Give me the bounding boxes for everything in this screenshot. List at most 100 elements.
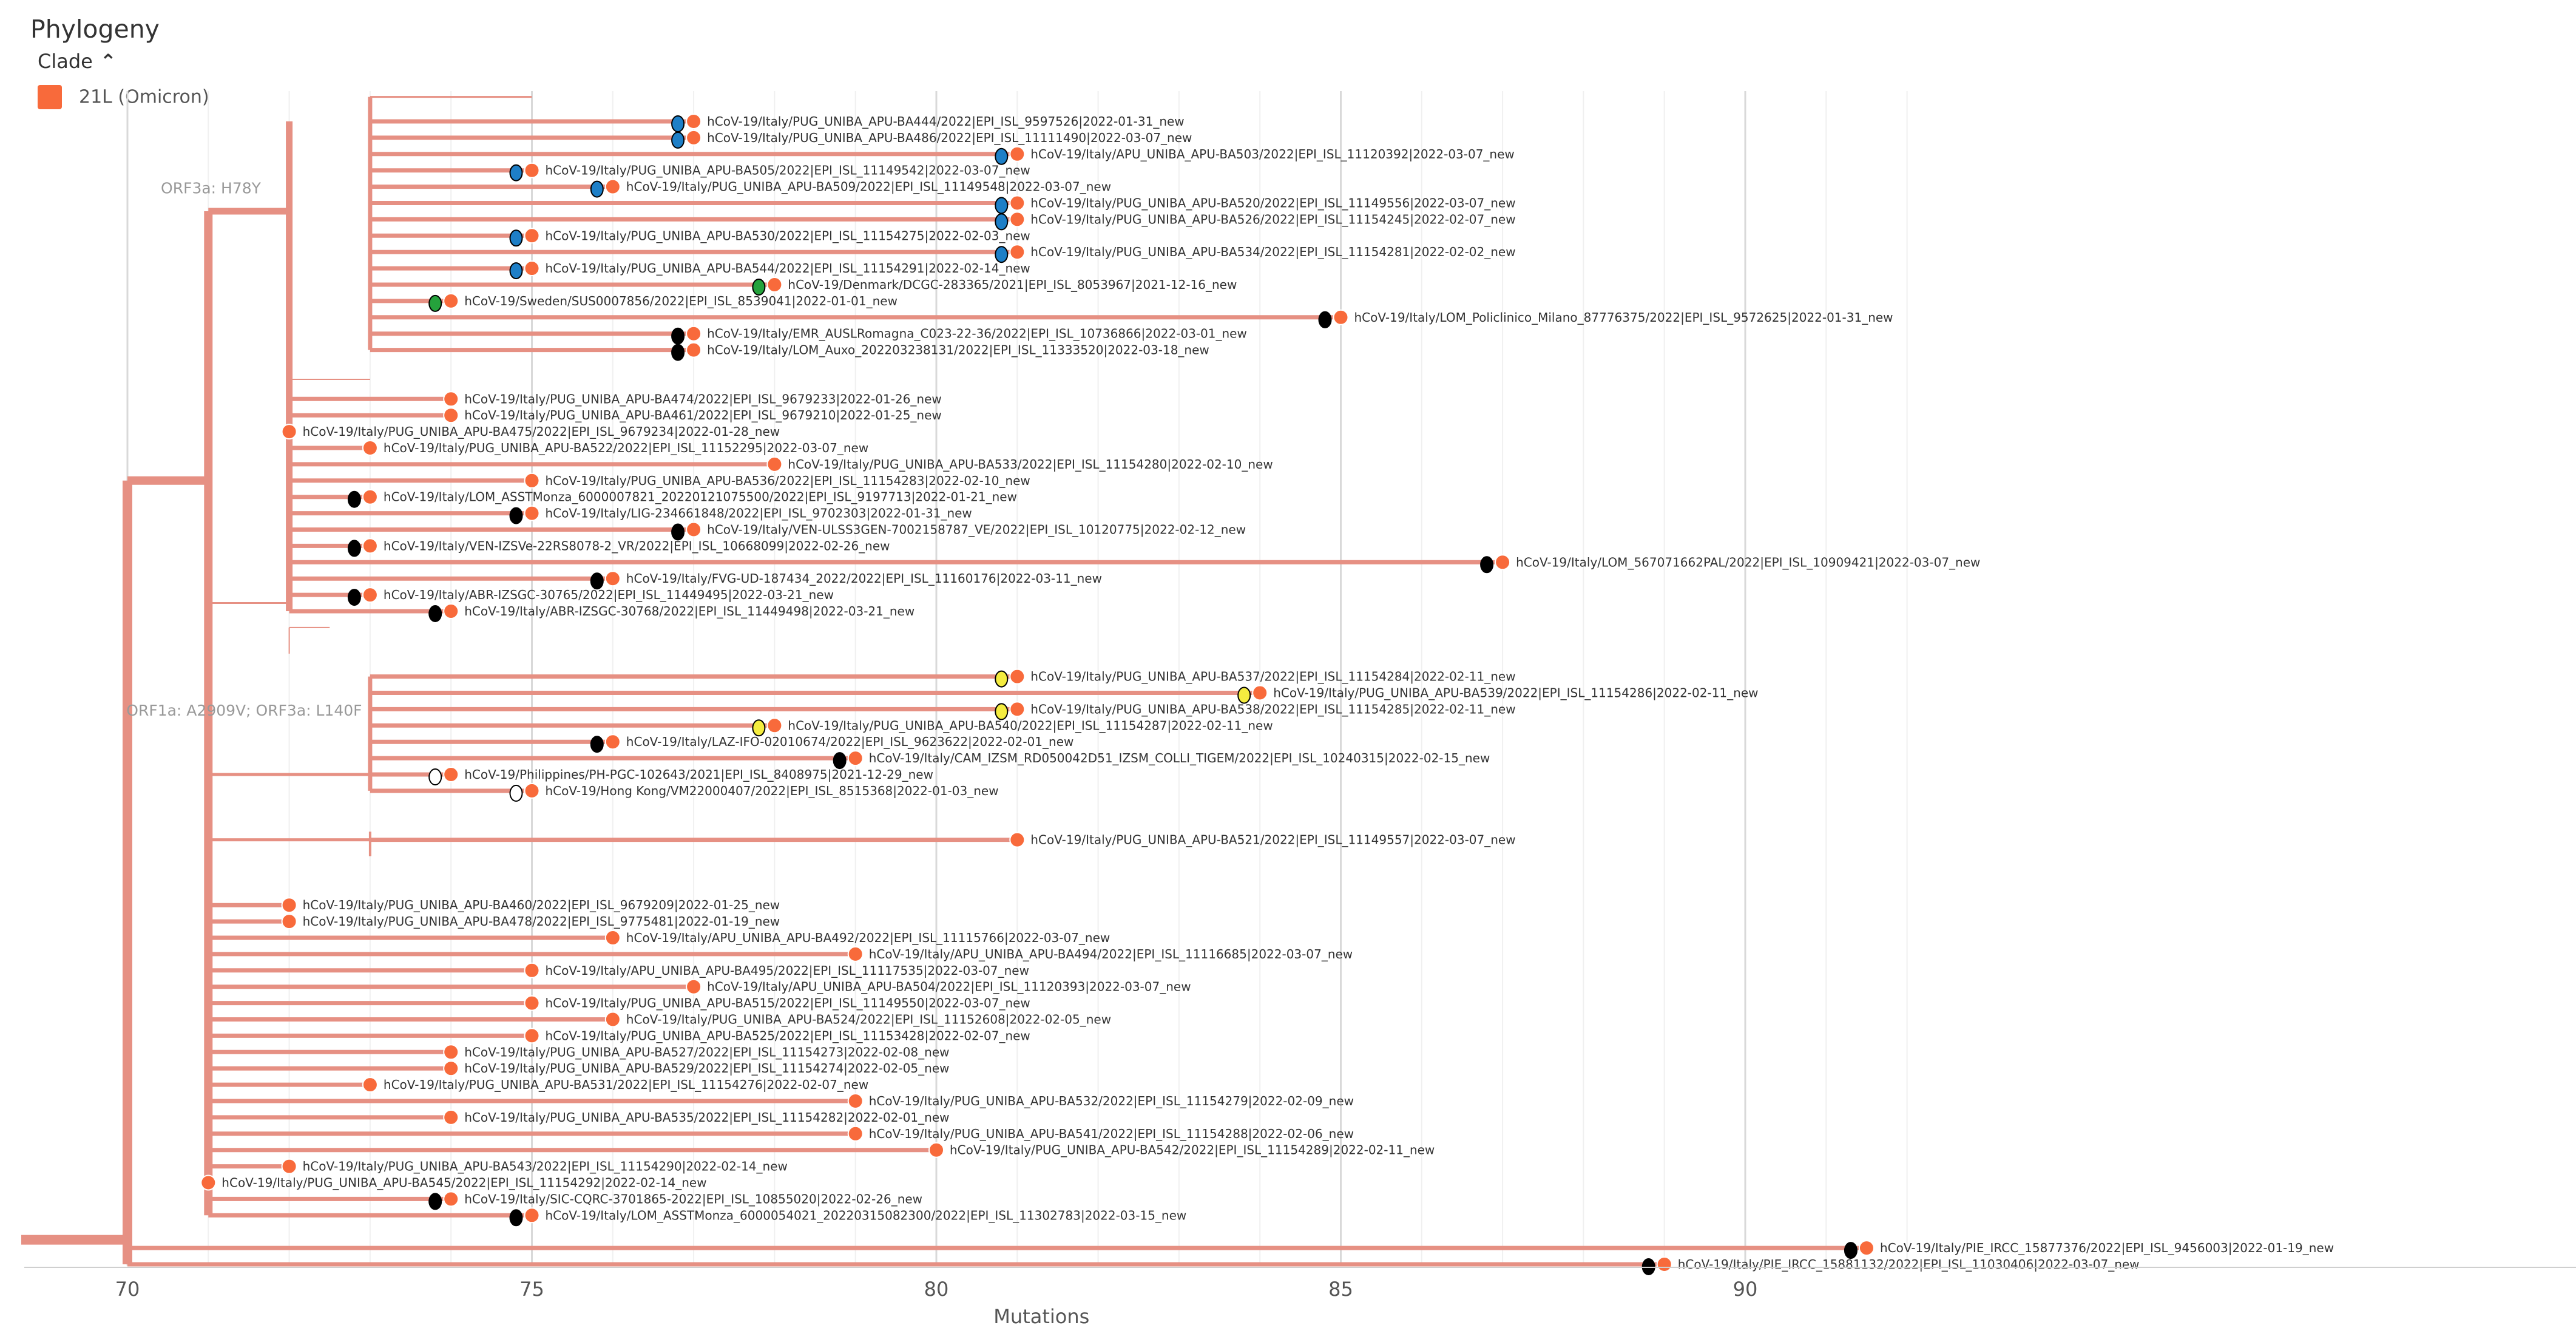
tip-label: hCoV-19/Italy/PUG_UNIBA_APU-BA526/2022|E… xyxy=(1030,212,1515,226)
tip-label: hCoV-19/Italy/PUG_UNIBA_APU-BA539/2022|E… xyxy=(1273,686,1758,700)
tip-marker xyxy=(995,246,1009,263)
panel-header: Phylogeny Clade⌃ 21L (Omicron) xyxy=(0,0,425,115)
branch-label: ORF3a: H78Y xyxy=(161,179,262,197)
tip-node xyxy=(443,767,459,782)
tip-marker xyxy=(428,768,442,785)
tip-label: hCoV-19/Italy/PUG_UNIBA_APU-BA527/2022|E… xyxy=(464,1045,949,1059)
branch-label: ORF1a: A2909V; ORF3a: L140F xyxy=(126,702,362,719)
tip-node xyxy=(1009,195,1026,211)
tip-marker xyxy=(1318,311,1332,328)
color-by-label: Clade xyxy=(38,50,93,73)
tip-label: hCoV-19/Italy/PIE_IRCC_15877376/2022|EPI… xyxy=(1880,1241,2334,1255)
tip-node xyxy=(362,440,378,456)
tip-node xyxy=(443,1044,459,1060)
tip-label: hCoV-19/Italy/PUG_UNIBA_APU-BA486/2022|E… xyxy=(707,130,1192,145)
tip-node xyxy=(281,897,297,913)
tip-label: hCoV-19/Italy/PUG_UNIBA_APU-BA515/2022|E… xyxy=(546,996,1030,1011)
tip-node xyxy=(524,1028,540,1044)
tip-marker xyxy=(347,589,361,606)
tip-label: hCoV-19/Italy/APU_UNIBA_APU-BA494/2022|E… xyxy=(869,947,1353,961)
tip-marker xyxy=(590,736,604,753)
legend-swatch xyxy=(38,85,62,109)
tip-label: hCoV-19/Italy/PIE_IRCC_15881132/2022|EPI… xyxy=(1678,1257,2140,1272)
tip-node xyxy=(524,162,540,178)
tip-marker xyxy=(752,279,766,296)
tip-node xyxy=(686,521,702,538)
tip-label: hCoV-19/Italy/VEN-IZSVe-22RS8078-2_VR/20… xyxy=(384,538,890,553)
tip-node xyxy=(524,782,540,799)
tip-marker xyxy=(1480,556,1494,574)
tip-node xyxy=(766,277,783,293)
tip-label: hCoV-19/Italy/LOM_Policlinico_Milano_877… xyxy=(1354,310,1893,325)
tip-node xyxy=(686,342,702,358)
tip-label: hCoV-19/Italy/LOM_Auxo_202203238131/2022… xyxy=(707,343,1209,358)
tip-node xyxy=(686,325,702,342)
x-tick-label: 90 xyxy=(1733,1278,1758,1301)
tip-marker xyxy=(509,262,523,280)
tip-node xyxy=(524,995,540,1011)
tip-label: hCoV-19/Italy/PUG_UNIBA_APU-BA474/2022|E… xyxy=(464,391,942,406)
tip-node xyxy=(1495,554,1511,571)
tip-node xyxy=(1009,832,1026,848)
tip-node xyxy=(1009,668,1026,685)
tip-label: hCoV-19/Italy/LAZ-IFO-02010674/2022|EPI_… xyxy=(626,734,1074,749)
tip-label: hCoV-19/Italy/ABR-IZSGC-30765/2022|EPI_I… xyxy=(384,588,834,602)
tip-label: hCoV-19/Italy/ABR-IZSGC-30768/2022|EPI_I… xyxy=(464,604,914,618)
tip-label: hCoV-19/Italy/PUG_UNIBA_APU-BA541/2022|E… xyxy=(869,1127,1354,1141)
tip-marker xyxy=(590,572,604,590)
tip-marker xyxy=(671,115,685,132)
tip-node xyxy=(524,260,540,277)
tip-node xyxy=(686,978,702,995)
tip-label: hCoV-19/Denmark/DCGC-283365/2021|EPI_ISL… xyxy=(788,277,1237,292)
tip-label: hCoV-19/Italy/PUG_UNIBA_APU-BA522/2022|E… xyxy=(384,441,868,455)
tip-label: hCoV-19/Italy/LOM_ASSTMonza_6000054021_2… xyxy=(546,1208,1187,1222)
tip-label: hCoV-19/Italy/PUG_UNIBA_APU-BA529/2022|E… xyxy=(464,1061,949,1076)
tip-marker xyxy=(995,703,1009,720)
chevron-up-icon: ⌃ xyxy=(100,50,117,73)
tip-marker xyxy=(590,180,604,198)
x-tick-label: 70 xyxy=(115,1278,140,1301)
tip-node xyxy=(524,228,540,244)
tip-marker xyxy=(995,197,1009,214)
tip-marker xyxy=(995,213,1009,231)
legend-item[interactable]: 21L (Omicron) xyxy=(38,85,209,109)
tip-node xyxy=(1656,1256,1672,1272)
x-tick-label: 75 xyxy=(519,1278,544,1301)
tip-label: hCoV-19/Italy/PUG_UNIBA_APU-BA525/2022|E… xyxy=(546,1028,1030,1043)
tip-node xyxy=(362,489,378,505)
tip-node xyxy=(443,1109,459,1125)
tip-label: hCoV-19/Italy/PUG_UNIBA_APU-BA444/2022|E… xyxy=(707,114,1185,129)
tip-label: hCoV-19/Italy/PUG_UNIBA_APU-BA531/2022|E… xyxy=(384,1077,868,1092)
tip-node xyxy=(1009,701,1026,717)
tip-label: hCoV-19/Italy/PUG_UNIBA_APU-BA530/2022|E… xyxy=(546,228,1030,243)
tip-node xyxy=(847,946,864,962)
legend-label: 21L (Omicron) xyxy=(79,86,209,108)
tip-label: hCoV-19/Italy/PUG_UNIBA_APU-BA460/2022|E… xyxy=(303,898,780,912)
tip-label: hCoV-19/Italy/VEN-ULSS3GEN-7002158787_VE… xyxy=(707,523,1246,537)
tip-node xyxy=(524,505,540,521)
tip-label: hCoV-19/Italy/PUG_UNIBA_APU-BA524/2022|E… xyxy=(626,1012,1111,1027)
tip-layer xyxy=(200,114,1875,1275)
tip-label: hCoV-19/Italy/PUG_UNIBA_APU-BA543/2022|E… xyxy=(303,1159,788,1174)
color-by-toggle[interactable]: Clade ⌃ xyxy=(38,50,117,73)
tip-label: hCoV-19/Italy/SIC-CQRC-3701865-2022|EPI_… xyxy=(464,1191,922,1206)
tip-node xyxy=(443,1191,459,1207)
tip-label: hCoV-19/Italy/PUG_UNIBA_APU-BA520/2022|E… xyxy=(1030,196,1515,211)
tip-label: hCoV-19/Italy/PUG_UNIBA_APU-BA475/2022|E… xyxy=(303,424,780,439)
tip-node xyxy=(928,1142,944,1158)
tip-label: hCoV-19/Italy/APU_UNIBA_APU-BA503/2022|E… xyxy=(1030,147,1514,161)
tip-marker xyxy=(833,752,847,770)
tip-label: hCoV-19/Italy/APU_UNIBA_APU-BA492/2022|E… xyxy=(626,930,1110,945)
tip-label: hCoV-19/Italy/PUG_UNIBA_APU-BA505/2022|E… xyxy=(546,163,1030,178)
tip-label: hCoV-19/Italy/PUG_UNIBA_APU-BA536/2022|E… xyxy=(546,473,1030,488)
tip-node xyxy=(362,538,378,554)
tip-label: hCoV-19/Italy/APU_UNIBA_APU-BA504/2022|E… xyxy=(707,980,1191,994)
tip-node xyxy=(524,472,540,489)
tip-node xyxy=(443,293,459,309)
tip-node xyxy=(847,1125,864,1142)
tip-node xyxy=(604,571,621,587)
tip-marker xyxy=(995,670,1009,688)
tip-label: hCoV-19/Italy/PUG_UNIBA_APU-BA534/2022|E… xyxy=(1030,245,1515,259)
tip-node xyxy=(443,391,459,407)
